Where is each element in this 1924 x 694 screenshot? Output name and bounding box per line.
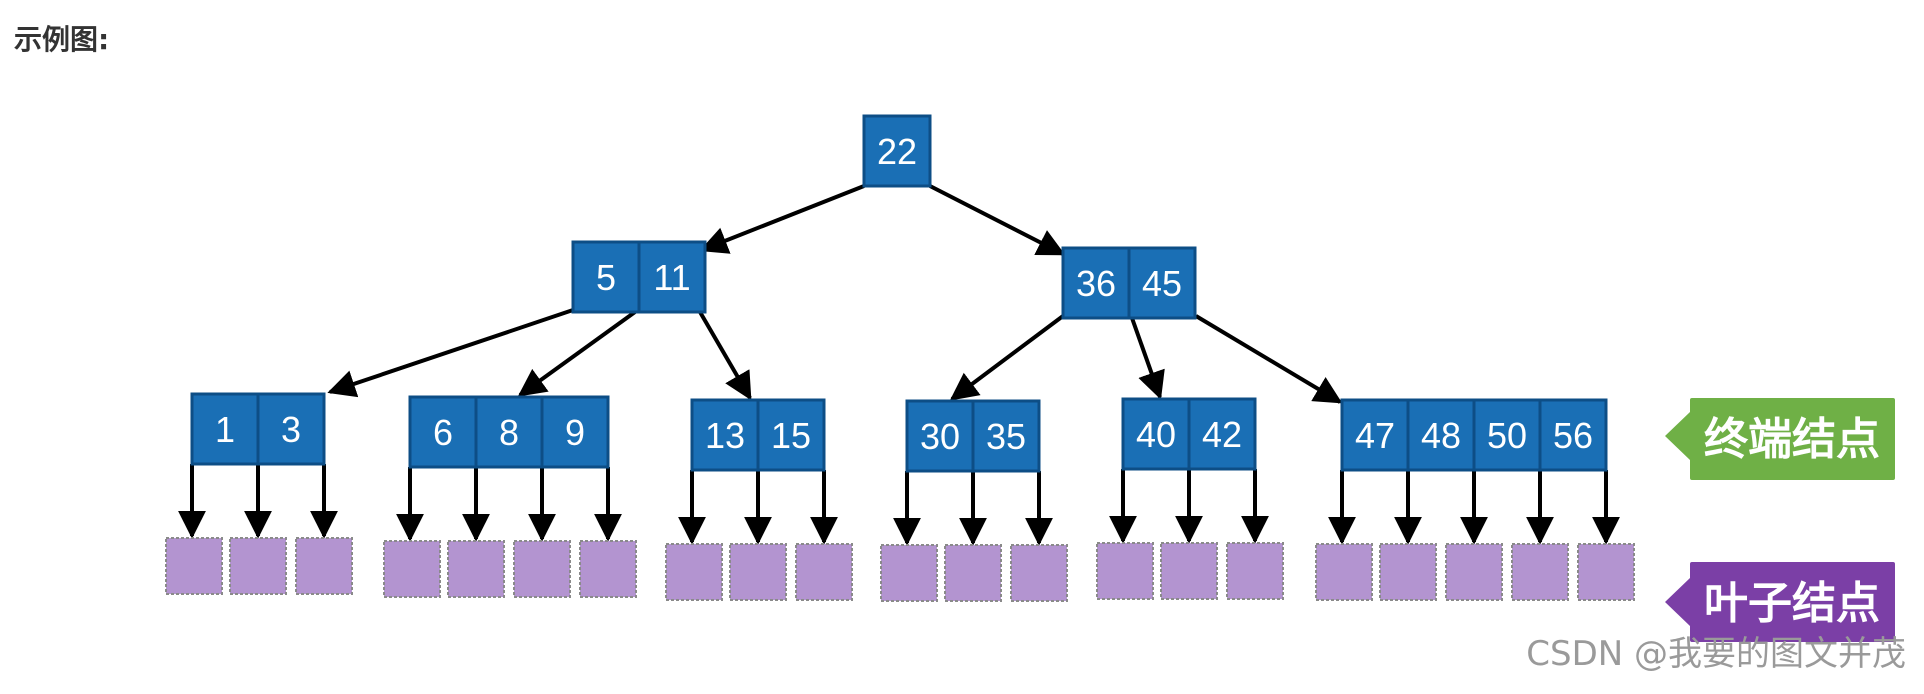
leaf-node [165,537,223,595]
key-cell [408,395,478,469]
key-cell [756,398,826,472]
key-label: 42 [1202,414,1242,455]
edge-arrow [517,310,637,397]
internal-node: 36 45 [1061,246,1197,320]
terminal-node-label: 终端结点 [1704,414,1880,465]
key-cell [571,240,641,314]
leaf-node [295,537,353,595]
key-label: 9 [565,412,585,453]
leaf-node [1160,542,1218,600]
key-cell [1538,398,1608,472]
key-label: 50 [1487,415,1527,456]
key-label: 22 [877,131,917,172]
key-label: 35 [986,416,1026,457]
edge-arrow [929,184,1066,256]
key-label: 5 [596,257,616,298]
leaf-node [229,537,287,595]
leaf-node [383,540,441,598]
key-label: 56 [1553,415,1593,456]
key-cell [971,399,1041,473]
key-cell [256,392,326,466]
key-label: 3 [281,409,301,450]
key-label: 1 [215,409,235,450]
key-cell [540,395,610,469]
key-label: 47 [1355,415,1395,456]
key-label: 45 [1142,263,1182,304]
edge-arrow [699,184,865,254]
leaf-node [944,544,1002,602]
terminal-node: 30 35 [905,399,1041,473]
internal-node: 5 11 [571,240,707,314]
key-label: 15 [771,415,811,456]
leaf-node [1226,542,1284,600]
key-label: 40 [1136,414,1176,455]
leaf-node-label: 叶子结点 [1704,578,1880,629]
key-cell [1061,246,1131,320]
key-cell [1406,398,1476,472]
leaf-node [1096,542,1154,600]
leaf-node [579,540,637,598]
key-cell [1187,397,1257,471]
page-heading: 示例图: [14,23,110,56]
key-label: 8 [499,412,519,453]
leaf-node [729,543,787,601]
key-label: 6 [433,412,453,453]
edge-arrow [698,310,752,401]
leaf-node [447,540,505,598]
csdn-watermark: CSDN @我要的图文并茂 [1526,634,1906,674]
key-label: 13 [705,415,745,456]
key-cell [690,398,760,472]
leaf-node [665,543,723,601]
leaf-node [1511,543,1569,601]
leaf-node [795,543,853,601]
leaf-node [1445,543,1503,601]
terminal-node: 40 42 [1121,397,1257,471]
leaf-node [1315,543,1373,601]
key-cell [905,399,975,473]
edge-arrow [1194,314,1343,404]
terminal-node: 13 15 [690,398,826,472]
terminal-node: 47 48 50 56 [1340,398,1608,472]
leaf-node [1577,543,1635,601]
key-cell [474,395,544,469]
key-cell [1472,398,1542,472]
key-label: 36 [1076,263,1116,304]
key-cell [637,240,707,314]
key-cell [190,392,260,466]
edge-arrow [949,314,1065,401]
edge-arrow [1130,317,1165,400]
leaf-node [1379,543,1437,601]
key-label: 48 [1421,415,1461,456]
leaf-node [880,544,938,602]
leaf-node [513,540,571,598]
terminal-node: 6 8 9 [408,395,610,469]
key-cell [1127,246,1197,320]
leaf-node [1010,544,1068,602]
edge-arrow [327,308,574,398]
key-cell [1340,398,1410,472]
key-cell [862,114,932,188]
root-node: 22 [862,114,932,188]
key-label: 30 [920,416,960,457]
key-label: 11 [653,257,690,298]
leaf-node-tag: 叶子结点 [1665,562,1895,642]
terminal-node-tag: 终端结点 [1665,398,1895,480]
